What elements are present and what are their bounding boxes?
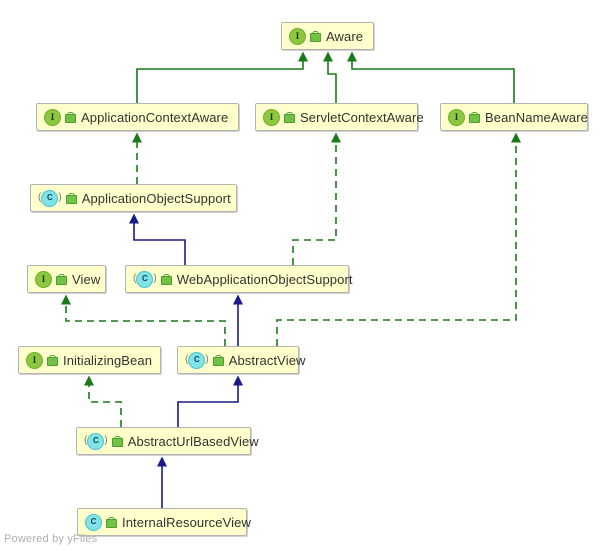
uml-node-initializingbean[interactable]: I InitializingBean	[18, 346, 161, 374]
uml-node-appobjsupport[interactable]: (C)ApplicationObjectSupport	[30, 184, 237, 212]
class-badge-icon: (C)	[84, 432, 123, 450]
uml-node-label: Aware	[326, 28, 364, 44]
uml-node-webappobjsupport[interactable]: (C)WebApplicationObjectSupport	[125, 265, 352, 293]
abstract-paren-left: (	[185, 354, 189, 365]
abstract-paren-right: )	[153, 273, 157, 284]
class-badge-icon: (C)	[185, 351, 224, 369]
class-marker: C	[41, 189, 59, 207]
extends-edges	[129, 213, 243, 508]
interface-badge-icon: I	[35, 270, 67, 288]
uml-node-label: ApplicationObjectSupport	[81, 190, 231, 206]
uml-node-label: ServletContextAware	[300, 109, 424, 125]
lock-public-icon	[106, 516, 117, 528]
uml-node-label: AbstractUrlBasedView	[127, 433, 259, 449]
interface-badge-icon: I	[289, 27, 321, 45]
edge-webapplicationobjectsupport-to-servletcontextaware	[292, 132, 341, 265]
implements-edges-dashed	[61, 132, 521, 427]
class-marker: C	[188, 351, 206, 369]
implements-edges	[136, 51, 515, 103]
lock-public-icon	[310, 30, 321, 42]
abstract-paren-right: )	[104, 435, 108, 446]
lock-public-icon	[47, 354, 58, 366]
uml-node-appctxaware[interactable]: I ApplicationContextAware	[36, 103, 239, 131]
lock-public-icon	[56, 273, 67, 285]
uml-node-internalresource[interactable]: C InternalResourceView	[77, 508, 251, 536]
interface-marker: I	[35, 270, 52, 288]
lock-public-icon	[160, 273, 172, 285]
lock-public-icon	[469, 111, 480, 123]
abstract-paren-right: )	[205, 354, 209, 365]
interface-badge-icon: I	[26, 351, 58, 369]
abstract-paren-left: (	[84, 435, 88, 446]
lock-public-icon	[65, 111, 76, 123]
edge-applicationcontextaware-to-aware	[136, 51, 308, 103]
edge-beannameaware-to-aware	[347, 51, 515, 103]
uml-node-label: InternalResourceView	[122, 514, 251, 530]
edge-abstractview-to-view	[61, 294, 226, 346]
abstract-paren-left: (	[133, 273, 137, 284]
uml-node-label: BeanNameAware	[485, 109, 588, 125]
lock-public-icon	[111, 435, 123, 447]
edge-servletcontextaware-to-aware	[323, 51, 337, 103]
class-badge-icon: (C)	[38, 189, 77, 207]
uml-node-label: AbstractView	[228, 352, 306, 368]
class-badge-icon: (C)	[133, 270, 172, 288]
uml-node-label: WebApplicationObjectSupport	[176, 271, 353, 287]
interface-badge-icon: I	[263, 108, 295, 126]
interface-marker: I	[263, 108, 280, 126]
lock-public-icon	[284, 111, 295, 123]
interface-badge-icon: I	[44, 108, 76, 126]
uml-node-beannameaware[interactable]: I BeanNameAware	[440, 103, 588, 131]
uml-node-label: View	[72, 271, 101, 287]
uml-node-view[interactable]: I View	[27, 265, 106, 293]
class-marker: C	[87, 432, 105, 450]
lock-public-icon	[212, 354, 224, 366]
uml-node-abstractview[interactable]: (C)AbstractView	[177, 346, 305, 374]
uml-node-label: InitializingBean	[63, 352, 153, 368]
edge-abstractview-to-beannameaware	[276, 132, 521, 346]
interface-marker: I	[289, 27, 306, 45]
lock-public-icon	[65, 192, 77, 204]
interface-marker: I	[448, 108, 465, 126]
abstract-paren-left: (	[38, 192, 42, 203]
uml-node-abstracturlview[interactable]: (C)AbstractUrlBasedView	[76, 427, 259, 455]
uml-node-servletctxaware[interactable]: I ServletContextAware	[255, 103, 424, 131]
uml-node-label: ApplicationContextAware	[81, 109, 229, 125]
edge-webapplicationobjectsupport-to-applicationobjectsupport	[129, 213, 186, 265]
yfiles-watermark: Powered by yFiles	[4, 533, 98, 545]
class-marker: C	[85, 513, 102, 531]
abstract-paren-right: )	[58, 192, 62, 203]
class-badge-icon: C	[85, 513, 117, 531]
edge-abstracturlbasedview-to-abstractview	[177, 375, 243, 427]
interface-marker: I	[44, 108, 61, 126]
interface-badge-icon: I	[448, 108, 480, 126]
class-marker: C	[136, 270, 154, 288]
edge-abstracturlbasedview-to-initializingbean	[84, 375, 122, 427]
interface-marker: I	[26, 351, 43, 369]
uml-node-aware[interactable]: I Aware	[281, 22, 374, 50]
